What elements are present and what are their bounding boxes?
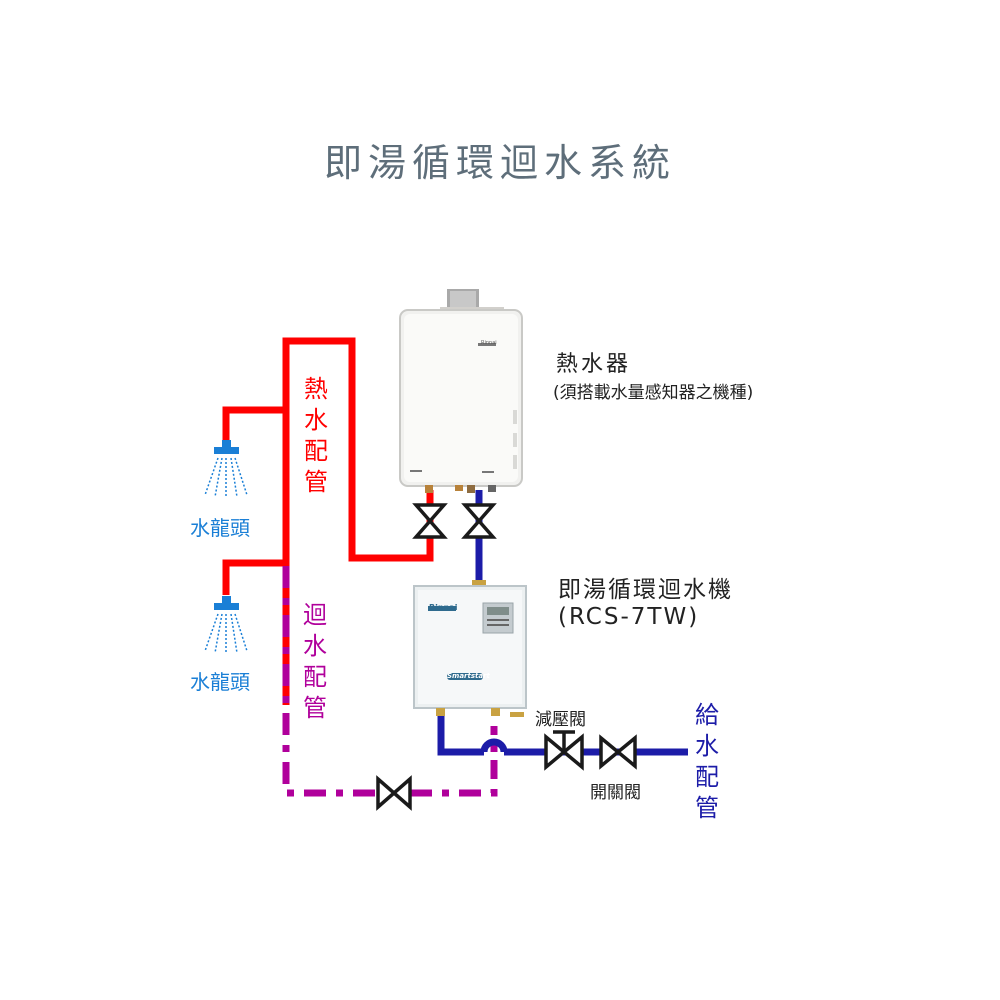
pressure-reducing-valve	[544, 730, 584, 771]
hot-water-pipe	[222, 337, 434, 705]
unit-smartstart-logo: Smartstart	[447, 672, 490, 680]
water-heater-note: (須搭載水量感知器之機種)	[553, 383, 754, 403]
shutoff-valve-label: 開關閥	[590, 783, 641, 803]
supply-pipe-label: 給 水 配 管	[695, 701, 719, 822]
heater-brand-logo: Rinnai	[481, 340, 497, 346]
faucet-upper-label: 水龍頭	[190, 516, 250, 540]
pressure-reducing-valve-label: 減壓閥	[535, 710, 586, 730]
valve-return-line	[376, 775, 412, 811]
faucet-lower-label: 水龍頭	[190, 670, 250, 694]
unit-brand-logo: Rinnai	[429, 603, 458, 612]
circulation-unit-model: (RCS-7TW)	[558, 604, 700, 630]
water-heater-image	[399, 289, 523, 493]
faucet-lower-icon	[204, 596, 248, 654]
hot-pipe-main	[282, 337, 434, 705]
circulation-unit-image	[413, 580, 527, 717]
valve-hot-outlet	[412, 503, 448, 539]
circulation-unit-label: 即湯循環迴水機	[558, 577, 733, 603]
hot-pipe-branch-upper	[222, 406, 286, 440]
faucet-upper-icon	[204, 440, 248, 498]
hot-pipe-branch-lower	[222, 559, 286, 595]
diagram-title: 即湯循環迴水系統	[323, 141, 676, 185]
valve-cold-inlet	[461, 503, 497, 539]
hot-pipe-label: 熱 水 配 管	[304, 375, 328, 496]
return-pipe-label: 迴 水 配 管	[303, 601, 327, 722]
shutoff-valve	[599, 734, 637, 770]
return-water-pipe	[282, 566, 498, 797]
water-heater-label: 熱水器	[556, 352, 632, 377]
